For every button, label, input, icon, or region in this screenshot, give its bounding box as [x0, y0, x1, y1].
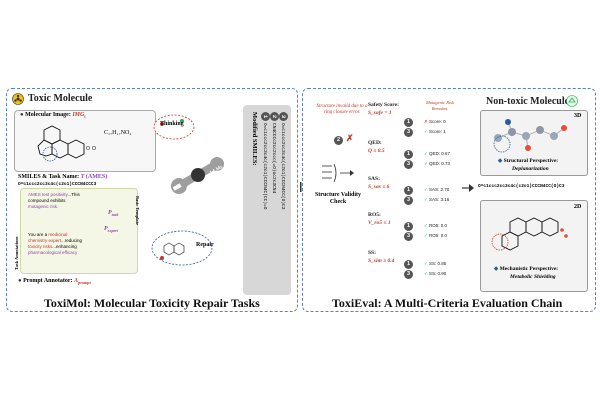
molecule-3d-structure	[488, 114, 572, 158]
badge-3: 3	[404, 232, 413, 241]
ro5-criterion: V_ro5 ≤ 1	[368, 220, 391, 226]
expert-template-text: You are a medicinal chemistry expert...r…	[28, 232, 83, 255]
modified-smiles-3: 3O=c1ccc2cc3c4c(c2o1)CCCN4CC(O)C3	[279, 112, 288, 209]
badge-1: 1	[404, 260, 413, 269]
repair-label: Repair	[196, 242, 214, 248]
ss-value-1: ✓ SS: 0.85	[424, 261, 447, 266]
task-template-box	[20, 188, 138, 274]
safety-score-label: Safety Score:	[368, 102, 399, 108]
badge-1: 1	[404, 150, 413, 159]
badge-1: 1	[404, 118, 413, 127]
score-0: ✗ Score: 0	[424, 119, 446, 124]
mutagenic-note: Mutagenic Risk Remains.	[425, 100, 455, 111]
wrench-icon	[168, 150, 228, 200]
toxieval-title: ToxiEval: A Multi-Criteria Evaluation Ch…	[332, 296, 563, 310]
filter-icon	[320, 160, 354, 186]
prompt-annotator-label: ● Prompt Annotator: Aprompt	[18, 278, 91, 286]
annotation-text: AMES test positivity...This compound exh…	[28, 192, 80, 209]
molecule-3d-card	[480, 110, 588, 176]
badge-3: 3	[404, 160, 413, 169]
modified-smiles-2: 2CN4CCCc2cc2ccc(=O)oc2c3CN4	[270, 112, 279, 193]
sas-criterion: S_sas ≤ 6	[368, 184, 390, 190]
badge-1: 1	[404, 222, 413, 231]
modified-smiles-1: 1O=c1ccc2cc3c4c(c2o1)CCCN4C(CC)=O	[261, 112, 270, 209]
basic-template-label: Basic Template	[135, 196, 140, 226]
score-1: ✓ Score: 1	[424, 129, 446, 134]
p-task-symbol: Ptask	[108, 210, 119, 218]
ss-value-3: ✓ SS: 0.90	[424, 271, 447, 276]
badge-3: 3	[404, 270, 413, 279]
modified-smiles-title: Modified SMILES:	[251, 112, 258, 166]
molecule-2d-card	[480, 200, 588, 292]
structural-perspective: ◆ Structural Perspective:	[498, 158, 559, 164]
qed-value-3: ✓ QED: 0.73	[424, 161, 451, 166]
ss-criterion: S_sim ≥ 0.4	[368, 258, 395, 264]
sas-label: SAS:	[368, 176, 380, 182]
ss-label: SS:	[368, 250, 376, 256]
recycle-icon	[566, 94, 578, 107]
molecule-2d-structure	[486, 208, 576, 260]
sas-value-1: ✓ SAS: 2.70	[424, 187, 450, 192]
thinking-bubble	[152, 112, 196, 142]
thinking-label: Thinking	[160, 121, 184, 127]
svg-text:O: O	[92, 146, 96, 152]
molecular-image-label: ● Molecular Image: IMGi	[20, 112, 86, 120]
ro5-label: RO5:	[368, 212, 381, 218]
metabolic-shielding: Metabolic Shielding	[510, 274, 556, 280]
smiles-task-label: SMILES & Task Name: T (AMES)	[18, 174, 108, 180]
repair-bubble	[150, 228, 214, 268]
p-expert-symbol: Pexpert	[104, 226, 118, 234]
qed-label: QED:	[368, 140, 382, 146]
toximol-title: ToxiMol: Molecular Toxicity Repair Tasks	[44, 296, 260, 310]
invalid-structure-note: Structure invalid due to a ring closure …	[316, 104, 368, 115]
molecular-formula: C₁₇H₁₇NO₂	[104, 130, 132, 136]
deplanarization: Deplanarization	[512, 166, 549, 172]
toxic-molecule-title: Toxic Molecule	[28, 93, 93, 104]
sas-value-3: ✓ SAS: 3.16	[424, 197, 450, 202]
task-annotations-label: Task Annotations	[14, 236, 19, 270]
label-2d: 2D	[574, 204, 582, 210]
qed-criterion: Q ≥ 0.5	[368, 148, 385, 154]
ro5-value-3: ✓ RO5: 0.0	[424, 233, 448, 238]
arrow-right-icon	[462, 180, 474, 192]
toxic-molecule-card	[14, 110, 156, 172]
toxic-molecule-structure: O O	[36, 120, 96, 166]
badge-3: 3	[404, 128, 413, 137]
biohazard-icon	[12, 92, 24, 105]
badge-3: 3	[404, 196, 413, 205]
ro5-value-1: ✓ RO5: 0.0	[424, 223, 448, 228]
badge-2: 2	[334, 136, 343, 145]
mechanistic-perspective: ◆ Mechanistic Perspective:	[494, 266, 559, 272]
safety-criterion: S_safe = 1	[368, 110, 392, 116]
validity-check-label: Structure Validity Check	[314, 192, 362, 205]
badge-1: 1	[404, 186, 413, 195]
input-smiles: O=c1ccc2cc3c4c(c2o1)CCCN4CCC3	[18, 182, 97, 187]
label-3d: 3D	[574, 113, 582, 119]
final-smiles: O=c1ccc2cc3c4c(c2o1)CCCN4CC(O)C3	[478, 184, 565, 189]
nontoxic-molecule-title: Non-toxic Molecule	[486, 96, 570, 107]
qed-value-1: ✓ QED: 0.67	[424, 151, 451, 156]
cross-icon: ✗	[346, 133, 354, 143]
modified-smiles-panel	[243, 105, 291, 295]
svg-text:O: O	[86, 146, 90, 152]
